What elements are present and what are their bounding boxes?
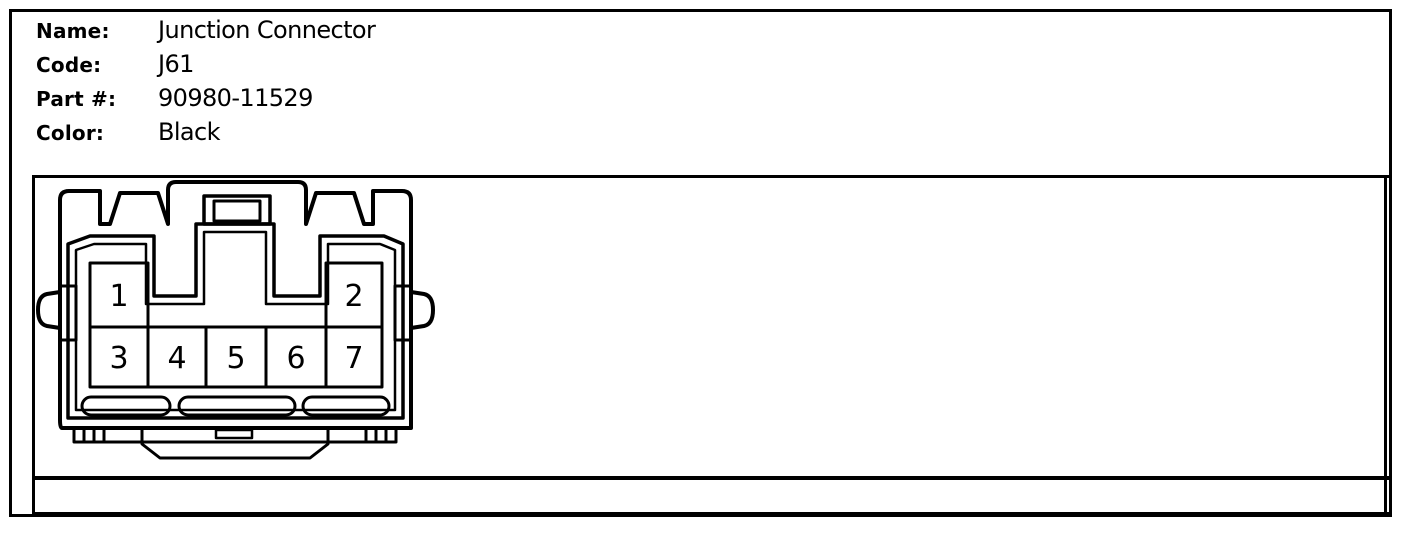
pin-label-3: 3 (109, 341, 128, 376)
diagram-frame-right-edge (1384, 175, 1387, 515)
connector-diagram-frame (32, 175, 1390, 515)
connector-base-ribs (82, 428, 388, 444)
color-label: Color: (36, 121, 105, 145)
pin-label-6: 6 (286, 341, 305, 376)
info-row-code: Code: J61 (36, 48, 636, 82)
bottom-slot-left (80, 395, 172, 417)
connector-inner-cavity (66, 222, 405, 420)
pin-label-2: 2 (344, 279, 363, 314)
pin-label-1: 1 (109, 279, 128, 314)
pin-label-7: 7 (344, 341, 363, 376)
pin-label-4: 4 (167, 341, 186, 376)
info-row-color: Color: Black (36, 116, 636, 150)
part-number-value: 90980-11529 (158, 84, 313, 112)
top-latch-inner (212, 199, 262, 223)
left-side-lock (36, 290, 62, 330)
left-side-lock-inner (60, 284, 78, 342)
code-label: Code: (36, 53, 102, 77)
name-label: Name: (36, 19, 110, 43)
connector-base (72, 426, 398, 444)
right-side-lock (409, 290, 435, 330)
part-number-label: Part #: (36, 87, 117, 111)
color-value: Black (158, 118, 221, 146)
info-row-part-number: Part #: 90980-11529 (36, 82, 636, 116)
right-side-lock-inner (393, 284, 411, 342)
bottom-slot-center (177, 395, 297, 417)
connector-info-frame (9, 9, 1392, 517)
connector-housing-outline (58, 180, 413, 430)
code-value: J61 (158, 50, 194, 78)
pin-cavity-grid (88, 261, 384, 389)
info-row-name: Name: Junction Connector (36, 14, 636, 48)
pin-label-5: 5 (226, 341, 245, 376)
connector-base-skirt (140, 428, 330, 460)
diagram-bottom-divider (32, 476, 1390, 480)
connector-info-table: Name: Junction Connector Code: J61 Part … (36, 14, 636, 150)
bottom-slot-right (301, 395, 391, 417)
connector-inner-cavity-offset (74, 230, 397, 412)
top-latch-outer (202, 194, 272, 226)
name-value: Junction Connector (158, 16, 376, 44)
pin-cavity-7 (324, 325, 384, 389)
connector-base-tab (214, 428, 254, 440)
